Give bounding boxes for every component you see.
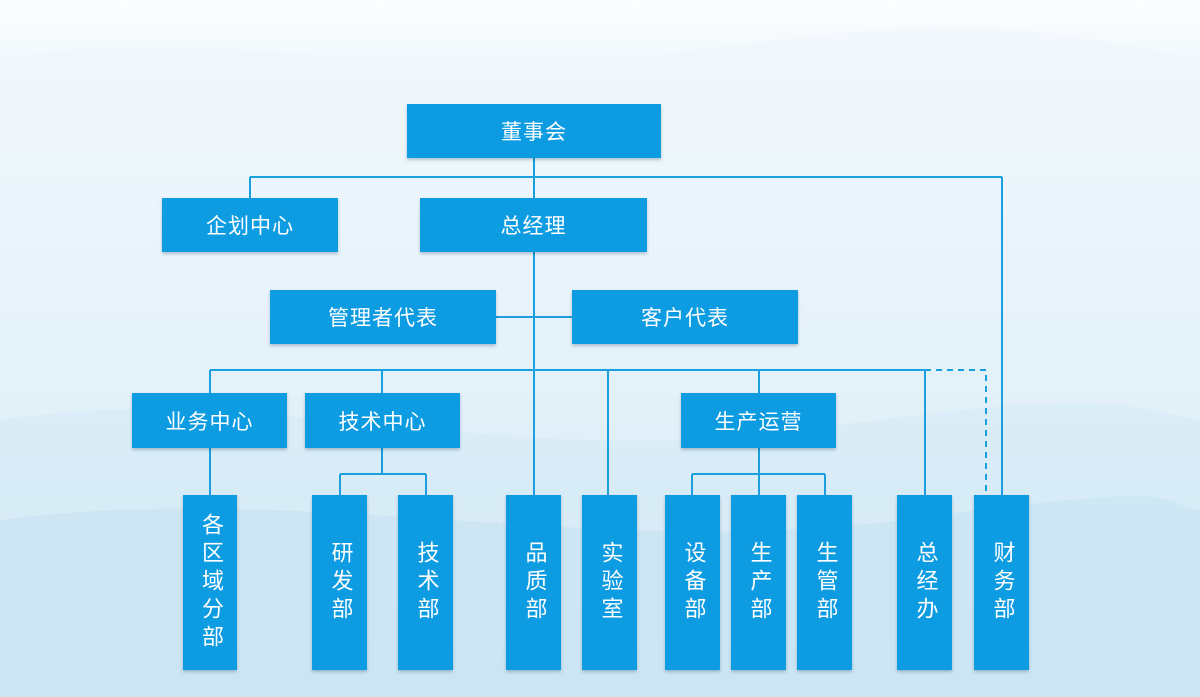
finance-dept-box: 财务部 [974, 495, 1029, 670]
production-ops-box: 生产运营 [681, 393, 836, 448]
quality-dept-box: 品质部 [506, 495, 561, 670]
management-rep-box: 管理者代表 [270, 290, 496, 344]
planning-center-box: 企划中心 [162, 198, 338, 252]
equipment-dept-box: 设备部 [665, 495, 720, 670]
business-center-box: 业务中心 [132, 393, 287, 448]
gm-office-box: 总经办 [897, 495, 952, 670]
production-dept-box: 生产部 [731, 495, 786, 670]
customer-rep-box: 客户代表 [572, 290, 798, 344]
general-manager-box: 总经理 [420, 198, 647, 252]
lab-box: 实验室 [582, 495, 637, 670]
tech-center-box: 技术中心 [305, 393, 460, 448]
rnd-dept-box: 研发部 [312, 495, 367, 670]
board-box: 董事会 [407, 104, 661, 158]
regional-branches-box: 各区域分部 [183, 495, 237, 670]
production-mgmt-box: 生管部 [797, 495, 852, 670]
tech-dept-box: 技术部 [398, 495, 453, 670]
